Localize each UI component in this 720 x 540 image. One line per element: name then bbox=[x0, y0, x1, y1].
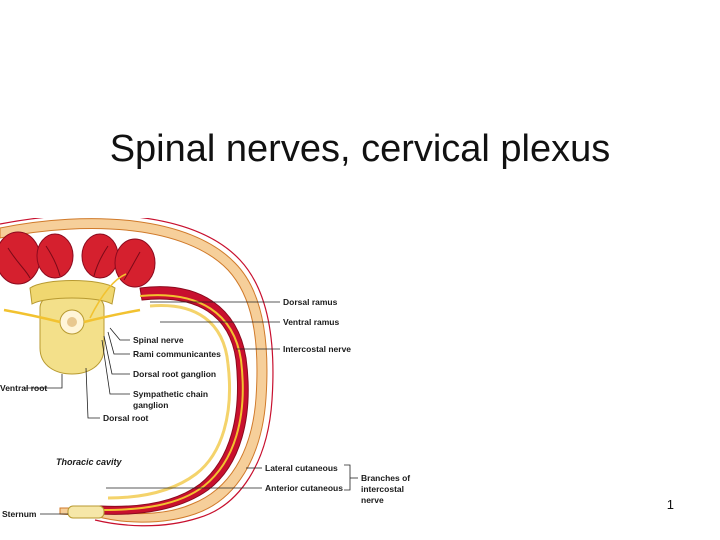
intercostal-muscle-inner bbox=[107, 304, 232, 500]
vertebral-arch bbox=[29, 280, 116, 305]
label-sympathetic-ganglion: ganglion bbox=[133, 400, 168, 410]
label-branches-2: intercostal bbox=[361, 484, 404, 494]
back-muscle-right-2 bbox=[114, 238, 156, 288]
label-rami-communicantes: Rami communicantes bbox=[133, 349, 221, 359]
label-sternum: Sternum bbox=[2, 509, 37, 519]
intercostal-nerve-path bbox=[101, 294, 244, 511]
label-dorsal-root: Dorsal root bbox=[103, 413, 149, 423]
label-branches-3: nerve bbox=[361, 495, 384, 505]
label-spinal-nerve: Spinal nerve bbox=[133, 335, 184, 345]
label-thoracic-cavity: Thoracic cavity bbox=[56, 457, 123, 467]
back-muscle-left-2 bbox=[36, 233, 74, 279]
label-ventral-ramus: Ventral ramus bbox=[283, 317, 339, 327]
label-ventral-root: Ventral root bbox=[0, 383, 47, 393]
label-branches-1: Branches of bbox=[361, 473, 410, 483]
spinal-nerve-line bbox=[83, 308, 141, 324]
slide-title: Spinal nerves, cervical plexus bbox=[109, 128, 611, 170]
label-anterior-cutaneous: Anterior cutaneous bbox=[265, 483, 343, 493]
page-number: 1 bbox=[666, 497, 674, 512]
back-muscle-left-1 bbox=[0, 231, 41, 285]
skin-line bbox=[0, 218, 274, 527]
label-intercostal-nerve: Intercostal nerve bbox=[283, 344, 351, 354]
back-muscle-right-1 bbox=[81, 233, 119, 279]
label-sympathetic-chain: Sympathetic chain bbox=[133, 389, 208, 399]
label-dorsal-ramus: Dorsal ramus bbox=[283, 297, 338, 307]
sternum-shape bbox=[67, 505, 105, 519]
spinal-nerve-diagram: Dorsal ramus Ventral ramus Intercostal n… bbox=[0, 218, 410, 527]
label-dorsal-root-ganglion: Dorsal root ganglion bbox=[133, 369, 216, 379]
label-lateral-cutaneous: Lateral cutaneous bbox=[265, 463, 338, 473]
